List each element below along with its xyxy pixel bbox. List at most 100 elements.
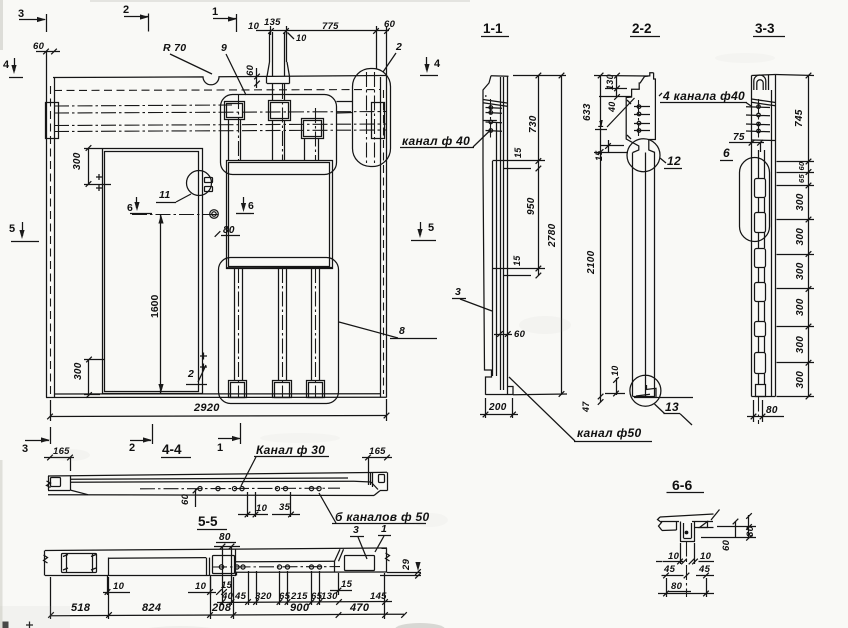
svg-text:300: 300 (795, 298, 806, 316)
svg-text:60: 60 (180, 493, 191, 505)
svg-text:40: 40 (221, 591, 234, 602)
svg-text:3: 3 (455, 286, 461, 298)
svg-text:1: 1 (217, 442, 223, 454)
svg-text:11: 11 (159, 189, 171, 201)
svg-text:60: 60 (245, 64, 256, 76)
svg-text:65: 65 (797, 174, 806, 183)
svg-text:60: 60 (33, 41, 45, 52)
svg-text:75: 75 (733, 132, 745, 143)
svg-text:633: 633 (582, 103, 593, 121)
svg-text:80: 80 (745, 525, 756, 537)
svg-text:10: 10 (195, 581, 207, 592)
svg-text:4: 4 (434, 58, 441, 70)
svg-text:145: 145 (370, 591, 387, 602)
svg-text:10: 10 (668, 551, 680, 562)
svg-text:10: 10 (113, 581, 125, 592)
svg-text:б каналов ф 50: б каналов ф 50 (335, 510, 429, 524)
svg-text:3-3: 3-3 (755, 21, 775, 36)
svg-text:300: 300 (73, 362, 84, 380)
svg-text:65: 65 (279, 591, 291, 602)
svg-text:R 70: R 70 (163, 42, 186, 54)
svg-text:1: 1 (212, 6, 218, 18)
svg-text:65: 65 (311, 591, 323, 602)
svg-text:45: 45 (663, 564, 676, 575)
svg-text:60: 60 (797, 161, 806, 170)
svg-text:15: 15 (221, 580, 233, 591)
svg-text:канал ф 40: канал ф 40 (402, 134, 470, 148)
svg-text:320: 320 (255, 591, 272, 602)
svg-text:900: 900 (290, 602, 310, 614)
svg-text:60: 60 (514, 329, 526, 340)
svg-text:Канал ф 30: Канал ф 30 (256, 443, 325, 457)
svg-text:2920: 2920 (193, 402, 220, 414)
svg-text:2: 2 (123, 4, 129, 16)
svg-text:824: 824 (142, 602, 161, 614)
svg-text:15: 15 (341, 579, 353, 590)
svg-text:775: 775 (322, 21, 339, 32)
svg-text:300: 300 (72, 152, 83, 170)
svg-text:2780: 2780 (547, 223, 558, 248)
svg-text:130: 130 (321, 591, 338, 602)
svg-text:1: 1 (381, 523, 387, 535)
svg-text:6-6: 6-6 (672, 477, 692, 493)
svg-text:60: 60 (384, 19, 396, 30)
svg-text:165: 165 (53, 446, 70, 457)
svg-text:9: 9 (221, 42, 227, 54)
svg-text:60: 60 (721, 539, 732, 551)
svg-text:13: 13 (665, 400, 679, 414)
svg-text:200: 200 (488, 402, 507, 413)
svg-text:208: 208 (211, 602, 232, 614)
svg-text:135: 135 (264, 17, 281, 28)
svg-text:80: 80 (671, 581, 683, 592)
svg-text:300: 300 (795, 228, 806, 246)
svg-text:45: 45 (698, 564, 711, 575)
svg-text:80: 80 (223, 225, 235, 236)
svg-text:4-4: 4-4 (162, 442, 182, 457)
svg-text:10: 10 (296, 33, 307, 43)
svg-text:15: 15 (594, 150, 604, 161)
svg-text:300: 300 (795, 336, 806, 354)
svg-text:2: 2 (395, 41, 402, 53)
svg-text:2100: 2100 (586, 250, 597, 275)
svg-text:4: 4 (3, 59, 10, 71)
svg-text:5-5: 5-5 (198, 514, 218, 529)
svg-text:745: 745 (794, 109, 805, 127)
svg-text:130: 130 (605, 74, 615, 90)
svg-text:47: 47 (581, 401, 591, 413)
svg-text:35: 35 (279, 502, 291, 513)
svg-text:2: 2 (129, 442, 135, 454)
svg-text:1600: 1600 (149, 294, 161, 318)
svg-text:950: 950 (526, 197, 537, 215)
svg-text:6: 6 (248, 200, 254, 212)
svg-text:300: 300 (795, 193, 806, 211)
svg-text:470: 470 (349, 602, 370, 614)
svg-text:3: 3 (18, 8, 24, 20)
svg-text:10: 10 (248, 21, 260, 32)
svg-text:300: 300 (795, 262, 806, 280)
svg-text:730: 730 (528, 115, 539, 133)
svg-text:29: 29 (401, 558, 412, 571)
svg-text:165: 165 (369, 446, 386, 457)
svg-text:6: 6 (127, 202, 133, 214)
svg-text:1-1: 1-1 (483, 21, 503, 36)
svg-text:2: 2 (187, 368, 194, 380)
svg-text:4 канала ф40: 4 канала ф40 (662, 89, 745, 103)
svg-text:12: 12 (667, 154, 681, 168)
svg-text:80: 80 (766, 405, 778, 416)
svg-text:45: 45 (234, 591, 247, 602)
svg-text:15: 15 (512, 255, 522, 266)
svg-text:10: 10 (256, 503, 268, 514)
svg-text:40: 40 (607, 101, 617, 113)
svg-text:10: 10 (700, 551, 712, 562)
svg-text:6: 6 (723, 146, 730, 160)
svg-text:2-2: 2-2 (632, 21, 652, 36)
svg-text:80: 80 (219, 532, 231, 543)
svg-text:10: 10 (610, 365, 620, 376)
svg-text:5: 5 (9, 223, 15, 235)
svg-text:канал ф50: канал ф50 (577, 426, 641, 440)
svg-text:518: 518 (71, 602, 91, 614)
svg-text:15: 15 (513, 147, 523, 158)
svg-text:8: 8 (399, 325, 405, 337)
svg-text:5: 5 (428, 222, 434, 234)
svg-text:300: 300 (795, 371, 806, 389)
